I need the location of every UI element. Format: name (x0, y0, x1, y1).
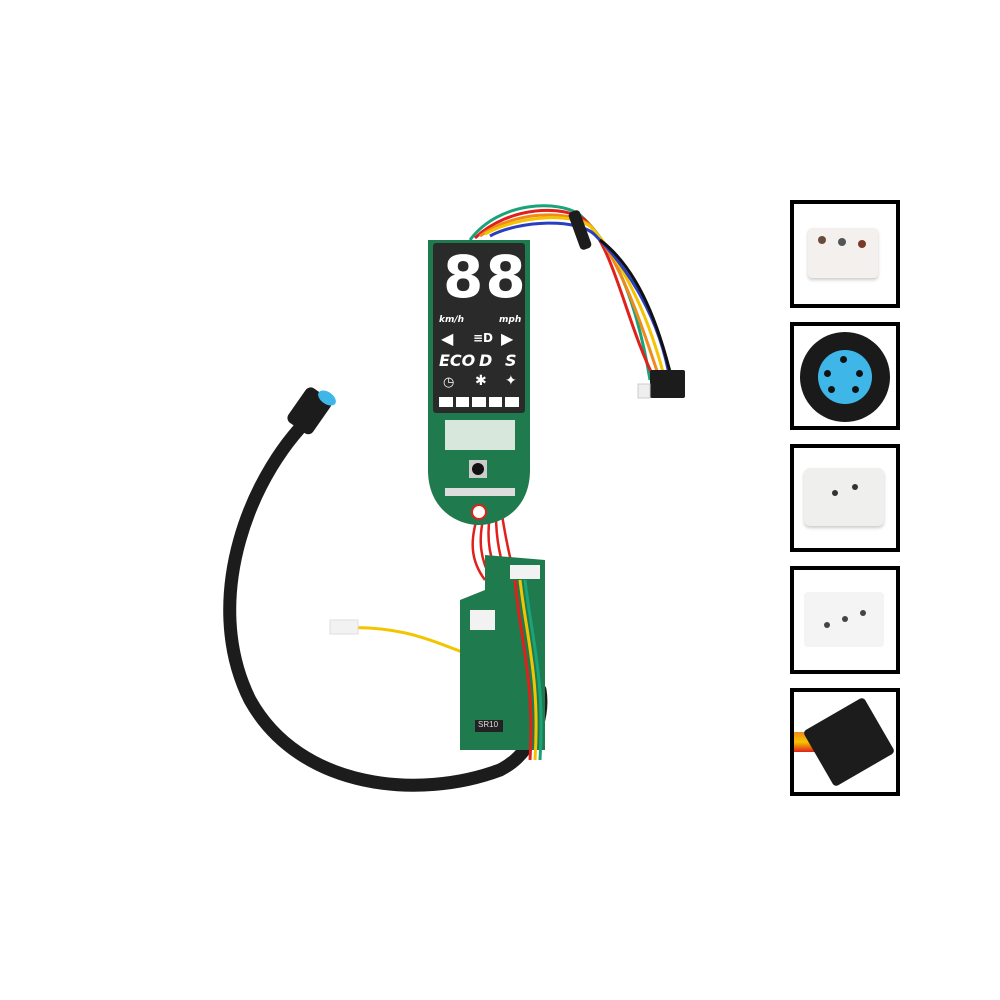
mode-s: S (505, 351, 517, 370)
harness-connector (650, 370, 685, 398)
component-label: SR10 (478, 720, 499, 729)
mode-eco: ECO (439, 351, 476, 370)
unit-kmh-label: km/h (439, 315, 465, 325)
arrow-left-icon: ◀ (441, 329, 454, 348)
thumbnail-3pin-white (790, 200, 900, 308)
pedestrian-icon: ✦ (505, 373, 517, 389)
thumbnail-4pin-black (790, 688, 900, 796)
unit-mph-label: mph (499, 315, 522, 325)
bluetooth-icon: ✱ (475, 373, 487, 389)
arrow-right-icon: ▶ (501, 329, 514, 348)
speed-display: 88 km/h mph ◀ ≡D ▶ ECO D S ◷ ✱ ✦ (433, 243, 528, 413)
thumbnail-2pin-white (790, 444, 900, 552)
speedometer-icon: ◷ (443, 375, 455, 390)
headlight-icon: ≡D (473, 331, 494, 345)
mode-d: D (479, 351, 493, 370)
battery-bar (439, 397, 519, 407)
thumbnail-round-5pin (790, 322, 900, 430)
speed-digits: 88 (443, 243, 528, 311)
thumbnail-3pin-clear (790, 566, 900, 674)
